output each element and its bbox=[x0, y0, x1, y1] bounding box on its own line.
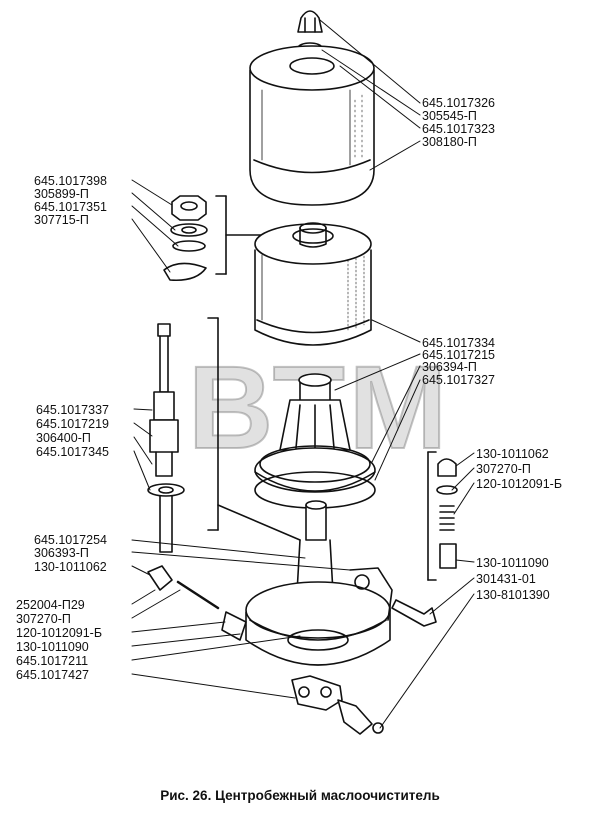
label-645-1017351: 645.1017351 bbox=[34, 200, 107, 214]
label-645-1017337: 645.1017337 bbox=[36, 403, 109, 417]
label-305899-p: 305899-П bbox=[34, 187, 89, 201]
label-130-1011062-right: 130-1011062 bbox=[476, 447, 549, 461]
label-305545-p: 305545-П bbox=[422, 109, 477, 123]
label-645-1017215: 645.1017215 bbox=[422, 348, 495, 362]
label-130-1011090-right: 130-1011090 bbox=[476, 556, 549, 570]
rotor-axis bbox=[147, 317, 301, 553]
label-307270-p-left: 307270-П bbox=[16, 612, 71, 626]
label-301431-01: 301431-01 bbox=[476, 572, 536, 586]
label-645-1017398: 645.1017398 bbox=[34, 174, 107, 188]
label-308180-p: 308180-П bbox=[422, 135, 477, 149]
outer-cover bbox=[249, 45, 375, 206]
nut-washers-group bbox=[163, 195, 301, 282]
valve-group bbox=[427, 451, 458, 581]
label-306394-p: 306394-П bbox=[422, 360, 477, 374]
label-120-1012091-b-right: 120-1012091-Б bbox=[476, 477, 563, 491]
label-307270-p-right: 307270-П bbox=[476, 462, 531, 476]
label-645-1017254: 645.1017254 bbox=[34, 533, 107, 547]
label-307715-p: 307715-П bbox=[34, 213, 89, 227]
label-645-1017427: 645.1017427 bbox=[16, 668, 89, 682]
housing bbox=[245, 500, 393, 711]
leader-lines bbox=[131, 19, 475, 729]
label-130-1011090-left: 130-1011090 bbox=[16, 640, 89, 654]
rotor bbox=[254, 222, 372, 346]
label-645-1017219: 645.1017219 bbox=[36, 417, 109, 431]
label-645-1017326: 645.1017326 bbox=[422, 96, 495, 110]
label-645-1017345: 645.1017345 bbox=[36, 445, 109, 459]
label-130-8101390: 130-8101390 bbox=[476, 588, 550, 602]
label-645-1017334: 645.1017334 bbox=[422, 336, 495, 350]
label-306393-p: 306393-П bbox=[34, 546, 89, 560]
label-252004-p29: 252004-П29 bbox=[16, 598, 85, 612]
label-130-1011062-left: 130-1011062 bbox=[34, 560, 107, 574]
label-645-1017327: 645.1017327 bbox=[422, 373, 495, 387]
fitting-and-bolts bbox=[147, 565, 437, 735]
rotor-base bbox=[254, 373, 376, 509]
label-120-1012091-b-left: 120-1012091-Б bbox=[16, 626, 103, 640]
label-645-1017211: 645.1017211 bbox=[16, 654, 89, 668]
figure-caption: Рис. 26. Центробежный маслоочиститель bbox=[160, 788, 440, 803]
label-645-1017323: 645.1017323 bbox=[422, 122, 495, 136]
label-306400-p: 306400-П bbox=[36, 431, 91, 445]
